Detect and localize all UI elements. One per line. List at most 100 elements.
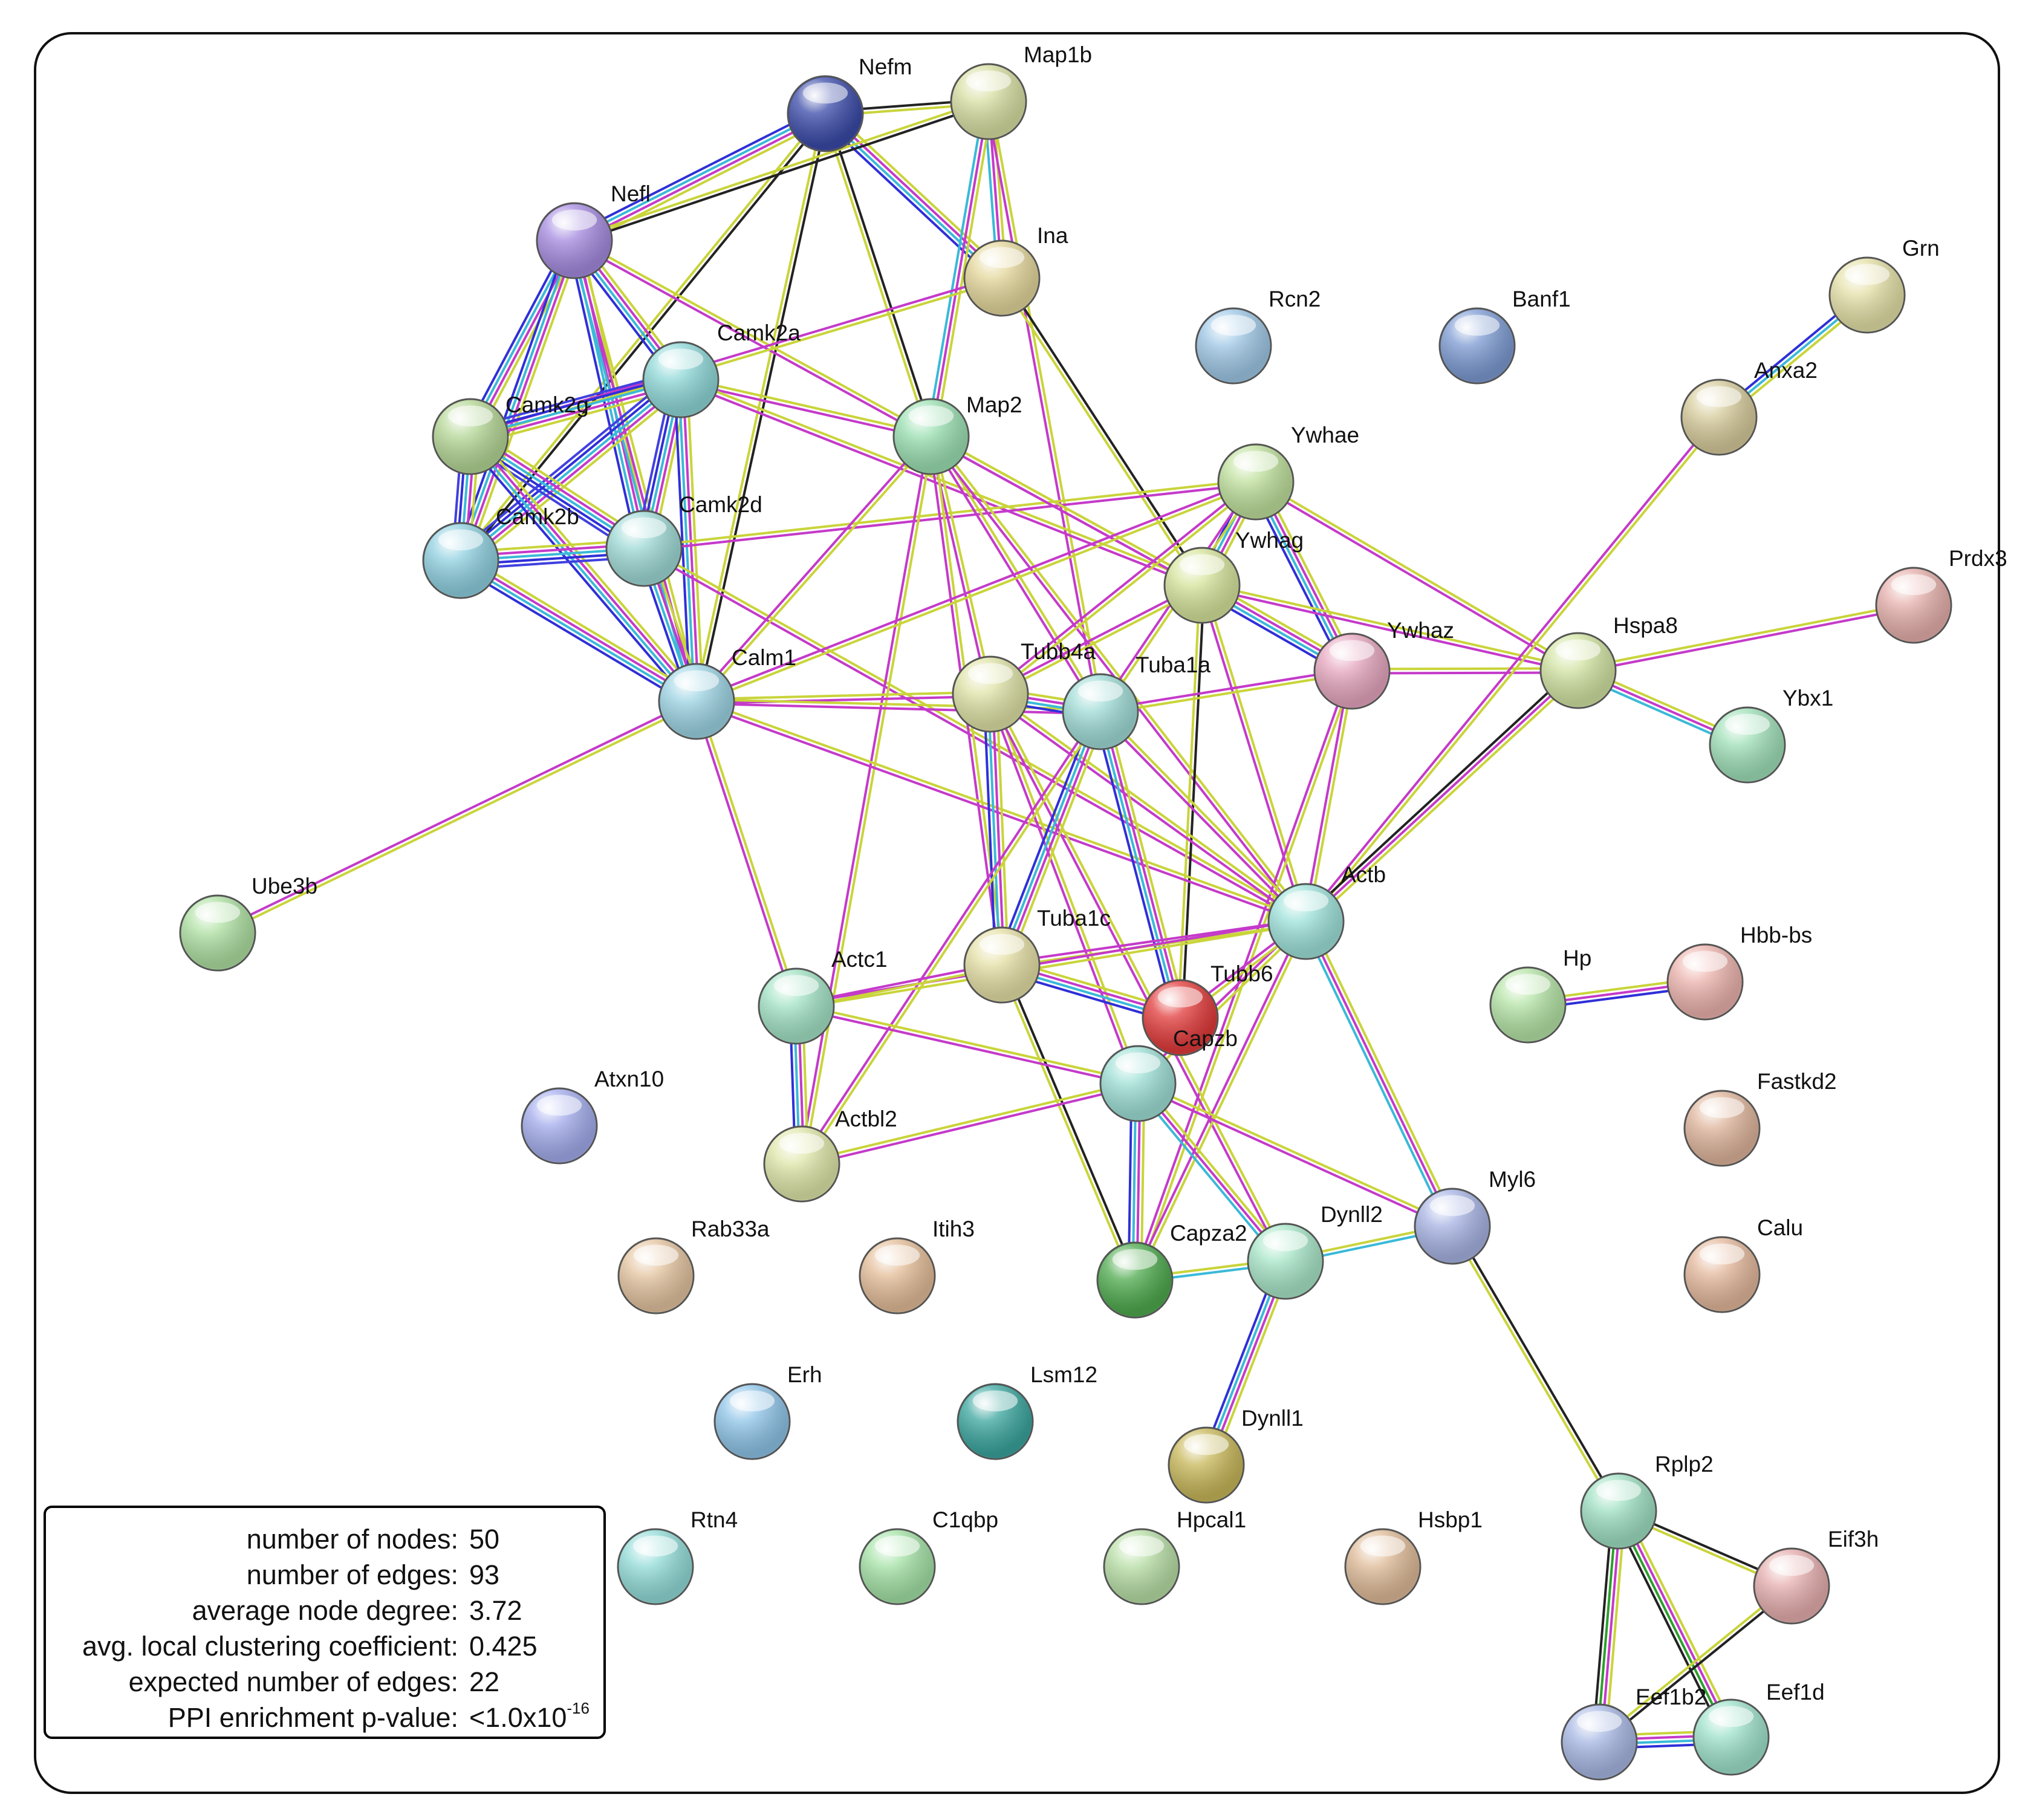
node-rcn2[interactable]: Rcn2 (1195, 287, 1321, 385)
node-banf1[interactable]: Banf1 (1438, 287, 1571, 385)
edge-line-tm (1138, 1080, 1454, 1226)
node-label: Actbl2 (835, 1107, 897, 1131)
node-rtn4[interactable]: Rtn4 (617, 1507, 738, 1605)
node-actb[interactable]: Actb (1267, 862, 1386, 960)
edge-line-tm (576, 118, 829, 248)
node-actc1[interactable]: Actc1 (758, 947, 888, 1045)
node-lsm12[interactable]: Lsm12 (957, 1362, 1097, 1460)
node-label: Erh (787, 1362, 822, 1387)
edge-line-tm (465, 385, 687, 568)
edge-line-kn (1599, 1587, 1794, 1745)
edge-line-tm (991, 692, 1288, 1261)
node-prdx3[interactable]: Prdx3 (1875, 546, 2007, 644)
node-highlight (1576, 1711, 1622, 1732)
edge-line-ex (680, 380, 931, 440)
edge-Anxa2-Actb (1303, 415, 1722, 924)
node-map2[interactable]: Map2 (892, 392, 1022, 475)
edge-line-tm (1597, 1583, 1792, 1741)
node-tubb6[interactable]: Tubb6 (1142, 961, 1273, 1056)
edge-Map1b-Nefl (573, 98, 990, 244)
node-eef1d[interactable]: Eef1d (1692, 1680, 1825, 1776)
edge-line-kn (1002, 276, 1205, 585)
node-camk2a[interactable]: Camk2a (642, 320, 801, 418)
stat-label: expected number of edges: (128, 1666, 458, 1697)
node-dynll2[interactable]: Dynll2 (1247, 1202, 1383, 1300)
node-itih3[interactable]: Itih3 (859, 1217, 975, 1315)
edge-Ywhaz-Actb (1302, 671, 1356, 922)
edge-line-co (1093, 713, 1175, 1020)
node-label: Eef1d (1766, 1680, 1825, 1705)
node-capza2[interactable]: Capza2 (1096, 1221, 1247, 1319)
node-label: Calm1 (732, 645, 796, 670)
node-camk2d[interactable]: Camk2d (605, 492, 762, 587)
node-capzb[interactable]: Capzb (1099, 1026, 1238, 1122)
node-rab33a[interactable]: Rab33a (617, 1217, 770, 1315)
node-label: Camk2a (717, 320, 801, 345)
node-calm1[interactable]: Calm1 (658, 645, 796, 740)
edge-Calm1-Tubb4a (696, 691, 991, 705)
node-grn[interactable]: Grn (1828, 236, 1940, 334)
node-dynll1[interactable]: Dynll1 (1168, 1406, 1304, 1504)
edge-Camk2d-Ywhae (643, 478, 1256, 552)
node-rplp2[interactable]: Rplp2 (1580, 1452, 1714, 1550)
node-tuba1c[interactable]: Tuba1c (963, 906, 1111, 1004)
node-ywhag[interactable]: Ywhag (1163, 528, 1304, 624)
edge-line-tm (989, 101, 1104, 712)
node-nefl[interactable]: Nefl (536, 181, 651, 279)
edge-Tuba1c-Capza2 (998, 963, 1139, 1282)
node-anxa2[interactable]: Anxa2 (1680, 358, 1818, 456)
node-nefm[interactable]: Nefm (787, 54, 912, 152)
node-hp[interactable]: Hp (1489, 946, 1591, 1044)
edge-Camk2a-Map2 (680, 376, 932, 440)
edge-line-tm (1139, 922, 1308, 1086)
edge-line-tm (999, 278, 1201, 588)
node-map1b[interactable]: Map1b (950, 42, 1092, 140)
edge-line-tm (802, 712, 1103, 1166)
node-calu[interactable]: Calu (1683, 1215, 1803, 1313)
node-highlight (1119, 1535, 1165, 1557)
node-ywhae[interactable]: Ywhae (1217, 423, 1359, 521)
node-ube3b[interactable]: Ube3b (179, 874, 317, 972)
node-highlight (633, 1244, 679, 1266)
node-highlight (972, 1390, 1018, 1412)
edge-line-co (983, 694, 997, 966)
edge-line-ex (1600, 1511, 1622, 1743)
edge-Tuba1a-Actb (1098, 709, 1308, 924)
edge-line-tm (696, 691, 990, 701)
node-camk2b[interactable]: Camk2b (422, 504, 579, 599)
stat-row: number of edges:93 (46, 1559, 603, 1596)
node-ybx1[interactable]: Ybx1 (1709, 686, 1833, 784)
edge-Tubb4a-Actb (988, 691, 1308, 925)
node-hpcal1[interactable]: Hpcal1 (1103, 1507, 1246, 1605)
node-hspa8[interactable]: Hspa8 (1539, 613, 1678, 709)
node-label: Rtn4 (690, 1507, 738, 1532)
node-myl6[interactable]: Myl6 (1414, 1167, 1536, 1265)
node-ywhaz[interactable]: Ywhaz (1313, 618, 1454, 710)
node-highlight (1233, 450, 1279, 472)
node-c1qbp[interactable]: C1qbp (859, 1507, 998, 1605)
node-label: Ybx1 (1782, 686, 1833, 710)
node-camk2g[interactable]: Camk2g (432, 392, 589, 475)
node-hsbp1[interactable]: Hsbp1 (1344, 1507, 1483, 1605)
node-tubb4a[interactable]: Tubb4a (952, 639, 1096, 733)
edge-line-ex (1198, 585, 1305, 923)
edge-Ina-Ywhag (999, 276, 1205, 588)
edge-line-gn (1616, 1511, 1730, 1739)
node-label: Prdx3 (1949, 546, 2007, 571)
node-hbb-bs[interactable]: Hbb-bs (1666, 923, 1812, 1021)
edge-line-db (998, 710, 1100, 965)
node-fastkd2[interactable]: Fastkd2 (1683, 1069, 1837, 1167)
node-eef1b2[interactable]: Eef1b2 (1561, 1685, 1706, 1781)
node-ina[interactable]: Ina (963, 223, 1068, 317)
node-label: Tuba1c (1037, 906, 1111, 931)
edge-line-gn (1596, 1510, 1618, 1742)
edge-Camk2g-Calm1 (464, 431, 703, 707)
node-actbl2[interactable]: Actbl2 (763, 1107, 897, 1203)
node-erh[interactable]: Erh (713, 1362, 822, 1460)
edge-line-ex (463, 382, 684, 565)
node-tuba1a[interactable]: Tuba1a (1062, 652, 1211, 750)
node-eif3h[interactable]: Eif3h (1753, 1527, 1879, 1625)
edge-line-tm (796, 1003, 1139, 1083)
node-atxn10[interactable]: Atxn10 (521, 1067, 664, 1165)
